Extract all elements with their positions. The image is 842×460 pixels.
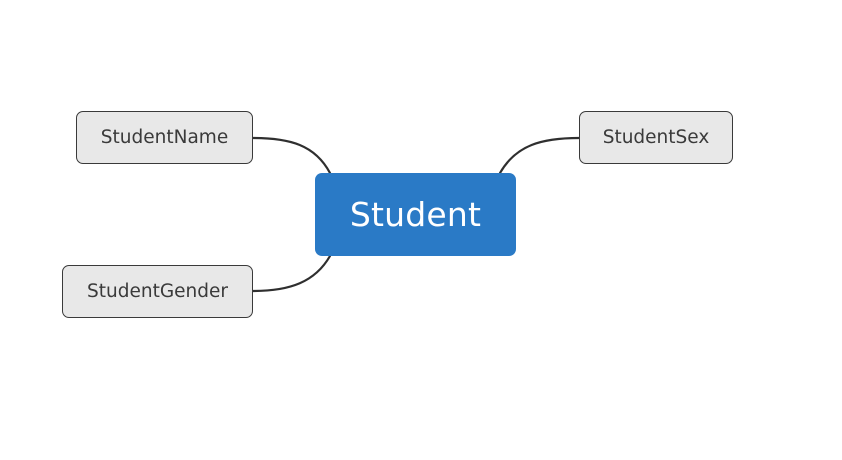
subtopic-studentgender[interactable]: StudentGender: [62, 265, 253, 318]
connector-studentsex: [498, 136, 581, 175]
subtopic-studentname[interactable]: StudentName: [76, 111, 253, 164]
subtopic-studentsex[interactable]: StudentSex: [579, 111, 733, 164]
central-topic-student[interactable]: Student: [315, 173, 516, 256]
connector-studentname: [251, 136, 332, 175]
connector-studentgender: [251, 254, 332, 293]
